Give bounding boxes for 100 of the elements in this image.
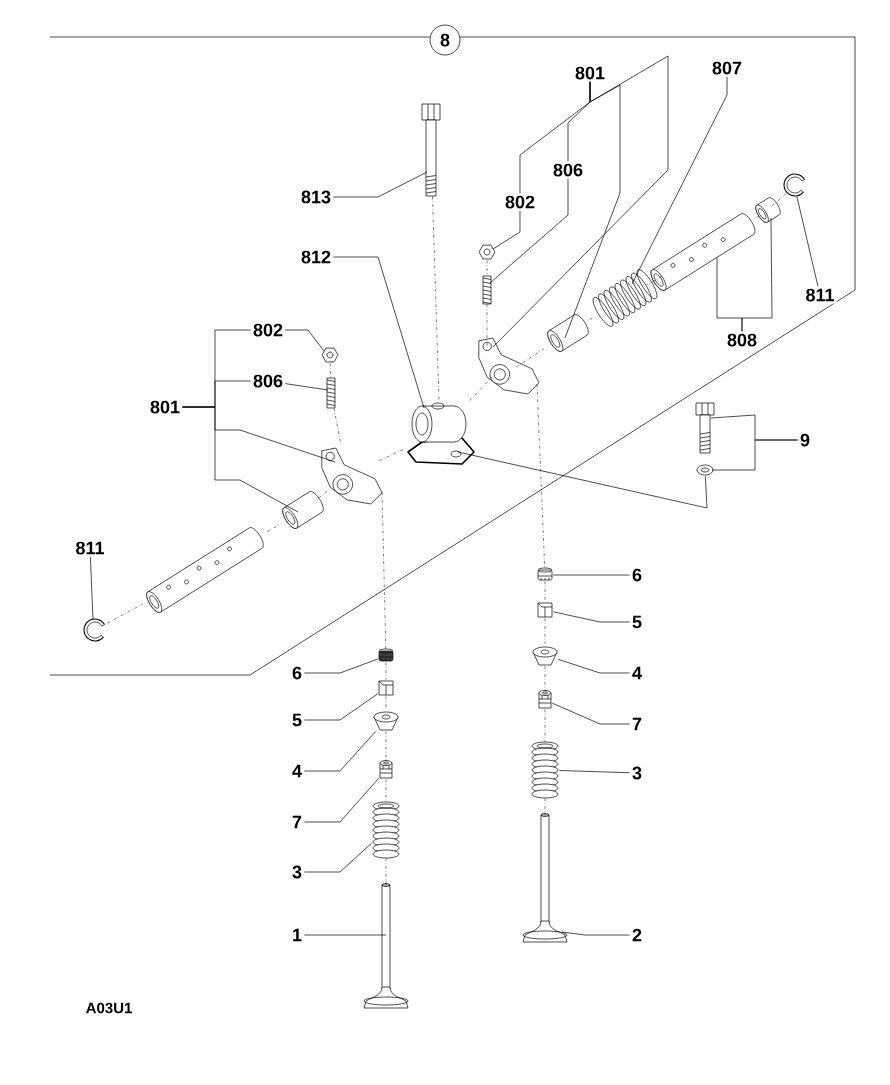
valve-cap-drawing bbox=[537, 567, 553, 581]
center-line bbox=[771, 190, 790, 207]
center-line bbox=[544, 798, 546, 815]
callout-number: 813 bbox=[299, 188, 333, 206]
center-line bbox=[469, 376, 493, 401]
center-line bbox=[432, 196, 440, 401]
callout-number: 7 bbox=[290, 813, 304, 831]
circlip-drawing bbox=[83, 618, 106, 642]
callout-number: 808 bbox=[725, 331, 759, 349]
center-line bbox=[381, 491, 387, 650]
center-line bbox=[544, 581, 546, 602]
leader-line bbox=[553, 611, 630, 623]
leader-line bbox=[552, 702, 630, 725]
leader-line bbox=[558, 659, 630, 674]
leader-line bbox=[304, 777, 379, 823]
callout-number: 807 bbox=[710, 59, 744, 77]
leader-line bbox=[561, 931, 630, 936]
leader-line bbox=[559, 770, 630, 774]
adjusting-screw-drawing bbox=[326, 377, 336, 409]
center-line bbox=[486, 304, 488, 349]
leader-line bbox=[564, 81, 621, 339]
leader-line bbox=[631, 76, 728, 285]
leader-line bbox=[796, 196, 819, 287]
callout-number: 9 bbox=[798, 431, 812, 449]
center-line bbox=[385, 731, 387, 761]
leader-line bbox=[741, 217, 773, 332]
callout-number: 2 bbox=[630, 926, 644, 944]
leader-line bbox=[492, 210, 521, 250]
leader-line bbox=[90, 556, 94, 620]
callout-number: 811 bbox=[803, 286, 837, 304]
circlip-drawing bbox=[783, 173, 806, 197]
cylinder-part-drawing bbox=[146, 527, 264, 613]
leader-line bbox=[304, 658, 378, 674]
callout-number: 801 bbox=[148, 398, 182, 416]
leader-line bbox=[711, 439, 798, 471]
valve-cap-drawing bbox=[378, 648, 394, 662]
valve-keeper-drawing bbox=[537, 602, 553, 618]
adjusting-screw-drawing bbox=[482, 275, 492, 305]
leader-line bbox=[333, 171, 428, 198]
center-line bbox=[515, 348, 544, 368]
center-line bbox=[314, 491, 328, 502]
cylinder-part-drawing bbox=[755, 197, 781, 223]
center-line bbox=[379, 448, 405, 461]
callout-number: 6 bbox=[290, 664, 304, 682]
center-line bbox=[646, 276, 662, 286]
center-line bbox=[544, 666, 546, 691]
leader-line bbox=[489, 178, 569, 284]
callout-number: 802 bbox=[503, 193, 537, 211]
leader-line bbox=[553, 574, 630, 576]
callout-number: 5 bbox=[290, 711, 304, 729]
spring-retainer-drawing bbox=[532, 646, 558, 666]
leader-line bbox=[304, 731, 377, 772]
valve-drawing bbox=[363, 883, 409, 1009]
bolt-drawing bbox=[421, 103, 441, 197]
valve-spring-drawing bbox=[372, 801, 400, 859]
valve-seal-drawing bbox=[538, 690, 552, 709]
callout-number: 4 bbox=[290, 762, 304, 780]
center-line bbox=[107, 603, 143, 624]
cylinder-part-drawing bbox=[282, 491, 324, 529]
center-line bbox=[544, 709, 546, 742]
callout-number: 3 bbox=[290, 863, 304, 881]
center-line bbox=[267, 524, 279, 533]
leader-line bbox=[304, 693, 378, 721]
leader-line bbox=[304, 934, 387, 936]
valve-seal-drawing bbox=[379, 760, 393, 779]
pedestal-drawing bbox=[407, 402, 475, 465]
callout-number: 812 bbox=[299, 248, 333, 266]
callout-number: 802 bbox=[251, 321, 285, 339]
callout-number: 1 bbox=[290, 926, 304, 944]
center-line bbox=[544, 618, 546, 644]
leader-line bbox=[492, 55, 669, 348]
callout-number: 3 bbox=[630, 764, 644, 782]
center-line bbox=[385, 858, 387, 885]
center-line bbox=[752, 215, 760, 221]
leader-line bbox=[182, 406, 299, 513]
center-line bbox=[486, 260, 488, 276]
center-line bbox=[385, 662, 387, 680]
callout-number: 7 bbox=[630, 715, 644, 733]
valve-drawing bbox=[522, 813, 568, 943]
drawing-code: A03U1 bbox=[86, 1002, 132, 1014]
valve-keeper-drawing bbox=[378, 680, 394, 696]
callout-number: 806 bbox=[251, 372, 285, 390]
cylinder-part-drawing bbox=[547, 314, 589, 352]
nut-drawing bbox=[321, 347, 339, 363]
callout-number: 806 bbox=[551, 161, 585, 179]
center-line bbox=[329, 363, 331, 378]
leader-line bbox=[285, 383, 329, 391]
bolt-drawing bbox=[695, 402, 715, 454]
cylinder-part-drawing bbox=[650, 213, 756, 291]
leader-line bbox=[333, 256, 425, 409]
nut-drawing bbox=[478, 244, 496, 260]
spring-drawing bbox=[592, 269, 658, 327]
washer-drawing bbox=[696, 464, 714, 476]
callout-number: 4 bbox=[630, 664, 644, 682]
leader-line bbox=[457, 451, 708, 509]
valve-spring-drawing bbox=[531, 741, 559, 799]
center-line bbox=[333, 408, 342, 447]
rocker-arm-drawing bbox=[478, 337, 540, 395]
center-line bbox=[536, 383, 545, 569]
callout-number: 801 bbox=[573, 64, 607, 82]
